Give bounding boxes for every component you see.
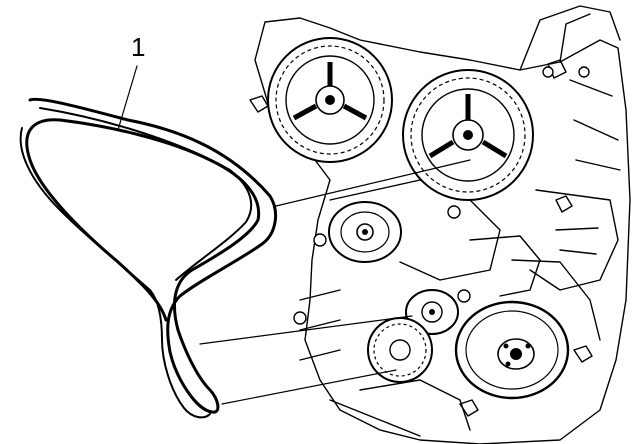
leader-lines	[117, 65, 471, 405]
tensioner-pulley	[328, 201, 402, 263]
camshaft-sprocket-intake	[267, 37, 393, 163]
water-pump-pulley	[454, 300, 570, 400]
crankshaft-sprocket	[367, 317, 433, 383]
camshaft-sprocket-exhaust	[402, 69, 534, 201]
idler-pulley	[405, 289, 459, 335]
timing-belt	[19, 97, 278, 419]
callout-leader-line	[117, 65, 138, 131]
callout-number-1: 1	[131, 32, 146, 62]
engine-block-outline	[254, 17, 631, 444]
